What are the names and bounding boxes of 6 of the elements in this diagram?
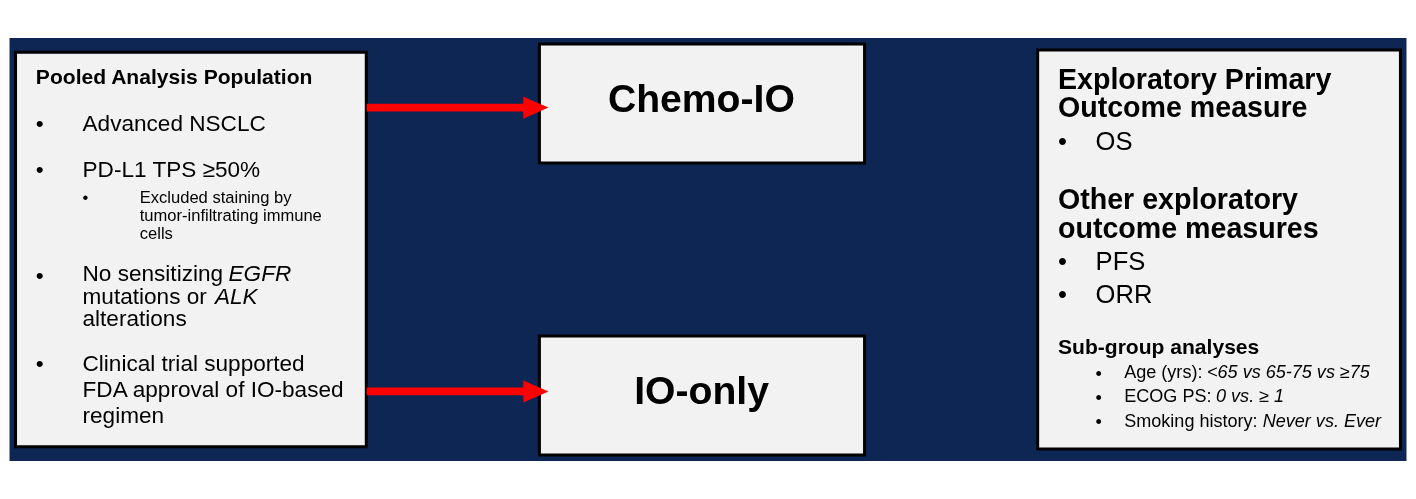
node-box: Chemo-IO [537, 42, 867, 165]
arrow [366, 380, 549, 403]
node-box: IO-only [537, 334, 867, 457]
node-box: Exploratory Primary Outcome measure • OS Other exploratory outcome measures • PFS • ORR Sub-group analyses • Age (yrs): <65 vs 65-75 vs ≥75 • ECOG PS: 0 vs. ≥ 1 • Smoking history: Never vs. Ever [1036, 48, 1402, 451]
arrow [366, 96, 549, 119]
node-box: Pooled Analysis Population • Advanced NSCLC • PD-L1 TPS ≥50% • Excluded staining by tumor-infiltrating immune cells • No sensitizing EGFR mutations or ALK alterations • Clinical trial supported FDA approval of IO-based regimen [14, 50, 368, 449]
